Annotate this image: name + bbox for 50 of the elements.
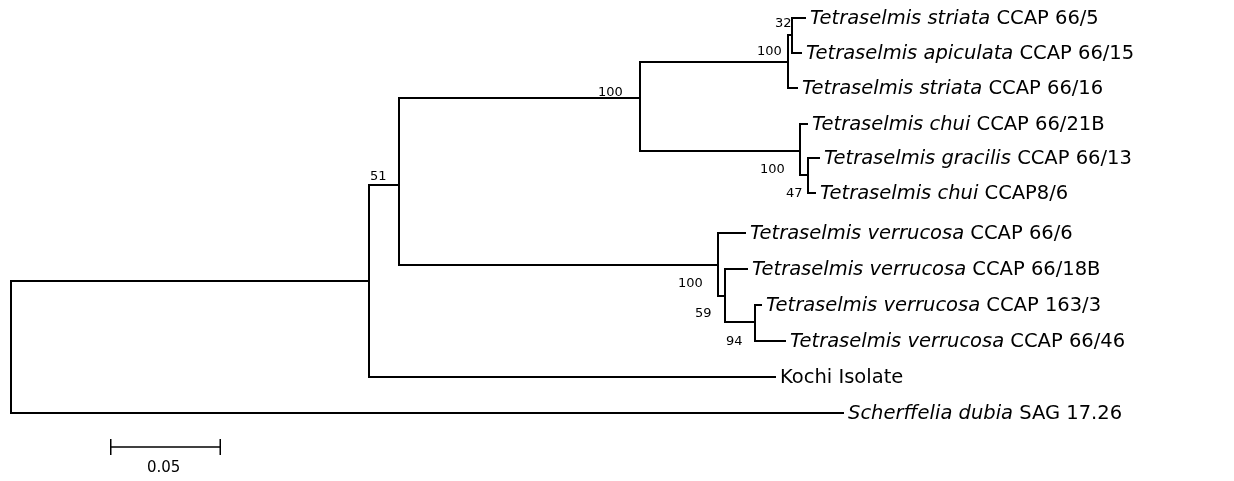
tree-branch [791,17,807,19]
tree-branch [10,280,370,282]
taxon-label: Tetraselmis gracilis CCAP 66/13 [820,146,1132,170]
bootstrap-value: 100 [760,161,785,177]
scale-bar-label: 0.05 [147,458,181,476]
taxon-label: Tetraselmis chui CCAP8/6 [816,181,1069,205]
tree-branch [639,150,801,152]
bootstrap-value: 100 [598,84,623,100]
tree-branch [10,412,845,414]
bootstrap-value: 59 [695,305,712,321]
tree-branch [639,61,789,63]
bootstrap-value: 94 [726,333,743,349]
tree-branch [368,184,400,186]
taxon-label: Tetraselmis chui CCAP 66/21B [808,112,1105,136]
clade-node-line [398,97,400,266]
tree-branch [791,52,803,54]
bootstrap-value: 100 [757,43,782,59]
clade-node-line [754,304,756,342]
taxon-label: Tetraselmis verrucosa CCAP 66/6 [746,221,1073,245]
clade-node-line [717,232,719,297]
taxon-label: Scherffelia dubia SAG 17.26 [844,401,1123,425]
clade-node-line [368,184,370,378]
clade-node-line [791,17,793,54]
taxon-label: Kochi Isolate [776,365,904,389]
clade-node-line [724,268,726,323]
bootstrap-value: 32 [775,15,792,31]
taxon-label: Tetraselmis striata CCAP 66/5 [806,6,1099,30]
tree-branch [398,97,641,99]
taxon-label: Tetraselmis apiculata CCAP 66/15 [802,41,1135,65]
tree-branch [398,264,719,266]
tree-branch [754,340,787,342]
clade-node-line [639,61,641,152]
bootstrap-value: 51 [370,168,387,184]
tree-branch [807,157,821,159]
tree-branch [787,34,793,36]
clade-node-line [10,280,12,414]
tree-branch [787,87,799,89]
tree-branch [717,232,747,234]
tree-branch [724,268,749,270]
tree-branch [724,321,756,323]
bootstrap-value: 47 [786,185,803,201]
clade-node-line [799,123,801,176]
taxon-label: Tetraselmis verrucosa CCAP 163/3 [762,293,1102,317]
clade-node-line [807,157,809,194]
taxon-label: Tetraselmis striata CCAP 66/16 [798,76,1104,100]
taxon-label: Tetraselmis verrucosa CCAP 66/18B [748,257,1101,281]
bootstrap-value: 100 [678,275,703,291]
taxon-label: Tetraselmis verrucosa CCAP 66/46 [786,329,1126,353]
tree-branch [368,376,777,378]
clade-node-line [787,34,789,89]
